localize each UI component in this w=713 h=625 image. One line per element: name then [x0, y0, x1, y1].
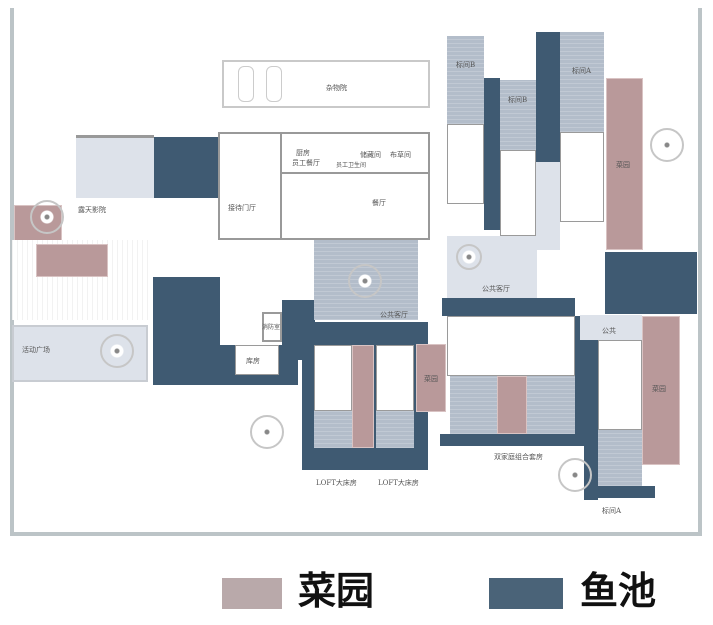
tree-icon	[650, 128, 684, 162]
loft-room	[314, 345, 352, 411]
label-activity-plaza: 活动广场	[22, 346, 50, 354]
loft-room	[376, 345, 414, 411]
room-a	[598, 340, 642, 430]
room-terrace	[447, 36, 484, 124]
room	[560, 132, 604, 222]
label-room-a-bottom: 标间A	[602, 507, 622, 515]
label-storage-yard: 杂物院	[326, 84, 347, 92]
fish-pond	[584, 486, 655, 498]
label-loft-1: LOFT大床房	[316, 479, 357, 487]
legend-label-vegetable-garden: 菜园	[298, 568, 375, 613]
label-warehouse: 库房	[246, 357, 260, 365]
label-family-suite: 双家庭组合套房	[494, 453, 543, 461]
label-public-lounge-1: 公共客厅	[380, 311, 408, 319]
suite-terrace	[450, 376, 497, 434]
room	[447, 124, 484, 204]
tree-icon	[558, 458, 592, 492]
label-room-b-1: 标间B	[456, 61, 476, 69]
vegetable-garden	[642, 316, 680, 465]
loft-terrace	[376, 411, 414, 448]
label-staff-dining: 员工餐厅	[292, 159, 320, 167]
fish-pond	[605, 252, 697, 314]
tree-icon	[30, 200, 64, 234]
storage-yard	[222, 60, 430, 108]
family-suite	[447, 316, 575, 376]
label-public-lounge-2: 公共客厅	[482, 285, 510, 293]
car-icon	[238, 66, 254, 102]
label-public-lounge-3: 公共	[602, 327, 616, 335]
label-room-a-top: 标间A	[572, 67, 592, 75]
loft-terrace	[314, 411, 352, 448]
car-icon	[266, 66, 282, 102]
label-storeroom: 储藏间	[360, 151, 381, 159]
public-lounge-3	[580, 315, 642, 340]
tree-icon	[250, 415, 284, 449]
label-garden-3: 菜园	[652, 385, 666, 393]
fish-pond	[440, 434, 592, 446]
label-reception-hall: 接待门厅	[228, 204, 256, 212]
label-restaurant: 餐厅	[372, 199, 386, 207]
room	[500, 150, 536, 236]
legend-swatch-fish-pond	[489, 578, 563, 609]
tree-icon	[100, 334, 134, 368]
vegetable-garden	[606, 78, 643, 250]
label-garden-2: 菜园	[616, 161, 630, 169]
label-kitchen: 厨房	[296, 149, 310, 157]
fish-pond	[153, 277, 220, 385]
legend-label-fish-pond: 鱼池	[580, 568, 657, 613]
label-staff-wc: 员工卫生间	[336, 162, 367, 169]
warehouse	[235, 345, 279, 375]
fish-pond	[442, 298, 575, 316]
fire-room	[262, 312, 282, 342]
label-fire-room: 消防室	[262, 324, 281, 331]
corridor	[536, 162, 560, 250]
tree-icon	[456, 244, 482, 270]
vegetable-garden	[416, 344, 446, 412]
fish-pond	[584, 340, 598, 500]
main-building	[218, 132, 430, 240]
label-linen-room: 布草间	[390, 151, 411, 159]
wall	[280, 132, 282, 240]
fish-pond	[484, 78, 500, 230]
vegetable-garden	[352, 345, 374, 448]
vegetable-garden	[497, 376, 527, 434]
label-room-b-2: 标间B	[508, 96, 528, 104]
wall	[282, 172, 430, 174]
fish-pond	[536, 32, 560, 162]
room-terrace	[598, 430, 642, 486]
label-garden-1: 菜园	[424, 375, 438, 383]
fish-pond	[154, 137, 218, 198]
tree-icon	[348, 264, 382, 298]
open-air-cinema	[76, 135, 154, 198]
suite-terrace	[527, 376, 575, 434]
label-loft-2: LOFT大床房	[378, 479, 419, 487]
vegetable-garden	[36, 244, 108, 277]
legend-swatch-vegetable-garden	[222, 578, 282, 609]
room-terrace	[500, 80, 536, 150]
room-terrace	[560, 32, 604, 132]
label-open-air-cinema: 露天影院	[78, 206, 106, 214]
